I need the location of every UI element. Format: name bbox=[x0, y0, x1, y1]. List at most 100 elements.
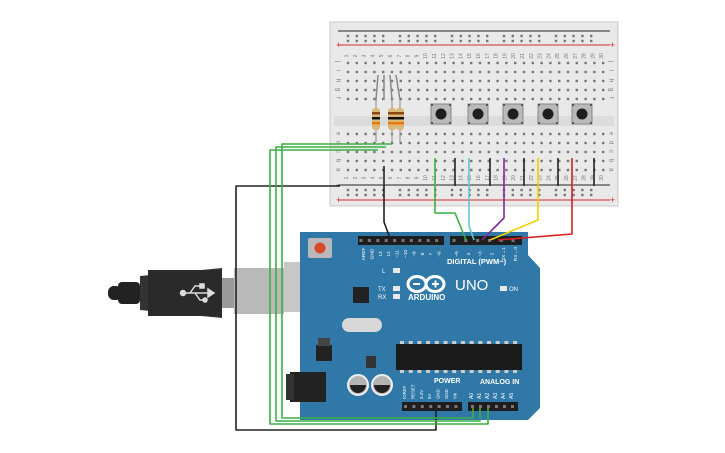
column-label: 12 bbox=[441, 175, 447, 181]
digital-pin-label: 8 bbox=[420, 252, 426, 255]
column-label: 13 bbox=[450, 175, 456, 181]
column-label: 17 bbox=[485, 175, 491, 181]
column-label: 4 bbox=[370, 176, 376, 179]
column-label: 26 bbox=[564, 175, 570, 181]
wire-cyan-pin7 bbox=[468, 158, 475, 241]
column-label: 20 bbox=[511, 53, 517, 59]
row-label: f bbox=[608, 97, 614, 99]
column-label: 14 bbox=[458, 53, 464, 59]
column-label: 18 bbox=[494, 175, 500, 181]
wire-green-pin8 bbox=[434, 158, 467, 241]
power-pin-label: Vin bbox=[452, 392, 457, 399]
column-label: 29 bbox=[590, 53, 596, 59]
pushbutton[interactable] bbox=[467, 103, 489, 125]
row-label: g bbox=[608, 88, 614, 91]
row-label: f bbox=[335, 97, 341, 99]
column-label: 19 bbox=[502, 53, 508, 59]
column-label: 21 bbox=[520, 175, 526, 181]
led-l bbox=[393, 268, 400, 273]
digital-pin-label: 2 bbox=[489, 252, 495, 255]
column-label: 30 bbox=[599, 53, 605, 59]
column-label: 16 bbox=[476, 175, 482, 181]
rgb-led[interactable] bbox=[375, 74, 401, 101]
digital-pin-label: TX→1 bbox=[501, 247, 507, 261]
arduino-logo-icon bbox=[406, 275, 446, 293]
digital-pin-label: ~3 bbox=[478, 251, 484, 257]
breadboard-jumpers bbox=[454, 158, 595, 186]
wire-green-a2 bbox=[275, 146, 481, 422]
rail-plus-label-bottom: + bbox=[336, 195, 341, 205]
power-pin-label: 5V bbox=[427, 394, 432, 399]
analog-pin-label: A1 bbox=[477, 393, 483, 399]
column-label: 28 bbox=[582, 175, 588, 181]
analog-label: ANALOG IN bbox=[480, 379, 519, 386]
reset-button-cap[interactable] bbox=[314, 242, 326, 254]
column-label: 12 bbox=[441, 53, 447, 59]
wires bbox=[235, 143, 573, 431]
column-label: 13 bbox=[450, 53, 456, 59]
pushbutton[interactable] bbox=[430, 103, 452, 125]
digital-pin-label: ~6 bbox=[437, 251, 443, 257]
resistor[interactable] bbox=[372, 100, 380, 142]
wire-yellow-pin5 bbox=[489, 158, 539, 241]
analog-pin-label: A3 bbox=[493, 393, 499, 399]
brand-text: ARDUINO bbox=[408, 293, 445, 302]
column-label: 23 bbox=[538, 175, 544, 181]
analog-header[interactable] bbox=[468, 402, 518, 411]
column-label: 27 bbox=[573, 53, 579, 59]
power-pin-label: IOREF bbox=[402, 385, 407, 399]
column-label: 2 bbox=[353, 176, 359, 179]
led-l-label: L bbox=[382, 269, 386, 275]
column-label: 25 bbox=[555, 53, 561, 59]
pushbutton[interactable] bbox=[537, 103, 559, 125]
row-label: e bbox=[335, 132, 341, 136]
pushbutton[interactable] bbox=[571, 103, 593, 125]
column-label: 28 bbox=[582, 53, 588, 59]
column-label: 21 bbox=[520, 53, 526, 59]
column-label: 6 bbox=[388, 176, 394, 179]
power-jack[interactable] bbox=[290, 372, 326, 402]
column-label: 3 bbox=[362, 54, 368, 57]
column-label: 15 bbox=[467, 175, 473, 181]
led-tx-label: TX bbox=[378, 287, 386, 293]
resistor[interactable] bbox=[388, 100, 396, 142]
column-label: 27 bbox=[573, 175, 579, 181]
led-rx bbox=[393, 294, 400, 299]
resistor[interactable] bbox=[396, 100, 404, 142]
led-rx-label: RX bbox=[378, 295, 386, 301]
atmega-chip bbox=[396, 344, 522, 370]
power-pin-label: RESET bbox=[410, 384, 415, 399]
row-label: d bbox=[608, 141, 614, 144]
breadboard-holes bbox=[346, 34, 605, 197]
column-label: 20 bbox=[511, 175, 517, 181]
analog-pin-label: A5 bbox=[509, 393, 515, 399]
led-on-label: ON bbox=[509, 287, 518, 293]
column-label: 1 bbox=[344, 54, 350, 57]
column-label: 2 bbox=[353, 54, 359, 57]
power-pin-label: 3.3V bbox=[419, 390, 424, 399]
column-label: 1 bbox=[344, 176, 350, 179]
column-label: 22 bbox=[529, 175, 535, 181]
digital-pin-label: ~5 bbox=[454, 251, 460, 257]
wire-green-a3 bbox=[269, 149, 489, 425]
digital-pin-label: ~9 bbox=[411, 251, 417, 257]
column-label: 23 bbox=[538, 53, 544, 59]
wire-red-pin4 bbox=[497, 158, 573, 241]
column-label: 8 bbox=[406, 54, 412, 57]
rail-plus-label-right: + bbox=[610, 40, 615, 50]
row-label: e bbox=[608, 132, 614, 136]
column-label: 3 bbox=[362, 176, 368, 179]
pushbutton[interactable] bbox=[502, 103, 524, 125]
rail-minus-label: − bbox=[336, 180, 341, 190]
digital-pin-label: GND bbox=[369, 248, 375, 259]
row-label: h bbox=[608, 79, 614, 82]
column-label: 30 bbox=[599, 175, 605, 181]
power-label: POWER bbox=[434, 378, 460, 385]
column-label: 5 bbox=[379, 176, 385, 179]
voltage-regulator bbox=[316, 345, 332, 361]
usb-cable[interactable] bbox=[108, 262, 302, 318]
